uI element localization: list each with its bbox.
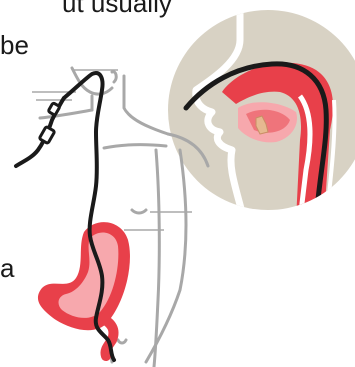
clavicle [104,145,166,148]
head-sagittal-section-icon [168,8,355,220]
tube-clamp [48,103,60,116]
ear-outline [112,72,116,82]
annotation-lines [32,70,192,230]
stomach-icon [38,222,130,356]
neck-right [124,76,168,134]
tube-connector [39,126,55,143]
arm-right [146,150,186,362]
navel [118,340,126,343]
nipple [132,210,146,213]
torso-right [154,150,159,367]
